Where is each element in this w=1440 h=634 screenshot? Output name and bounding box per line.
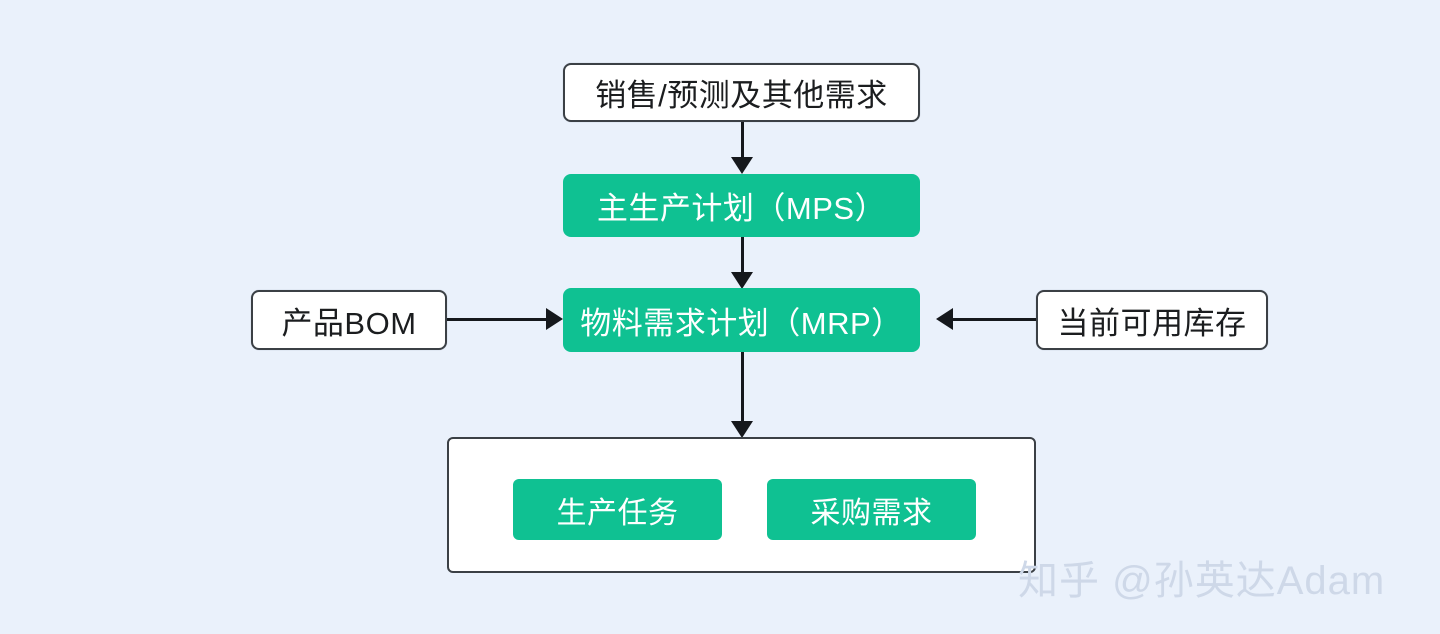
edge-mps-to-mrp-arrowhead (731, 272, 753, 289)
edge-demand-to-mps-line (741, 122, 744, 164)
edge-inventory-to-mrp-arrowhead (936, 308, 953, 330)
edge-demand-to-mps-arrowhead (731, 157, 753, 174)
node-production-task[interactable]: 生产任务 (513, 479, 722, 540)
edge-bom-to-mrp-line (447, 318, 548, 321)
edge-inventory-to-mrp-line (953, 318, 1036, 321)
node-inventory-label: 当前可用库存 (1057, 305, 1247, 341)
node-bom[interactable]: 产品BOM (251, 290, 447, 350)
node-purchase-demand[interactable]: 采购需求 (767, 479, 976, 540)
edge-mps-to-mrp-line (741, 237, 744, 280)
node-mps-label: 主生产计划（MPS） (596, 191, 887, 226)
node-mrp-label: 物料需求计划（MRP） (580, 305, 903, 341)
node-demand[interactable]: 销售/预测及其他需求 (563, 63, 920, 122)
edge-mrp-to-outputs-line (741, 352, 744, 429)
node-mrp[interactable]: 物料需求计划（MRP） (563, 288, 920, 352)
node-purchase-demand-label: 采购需求 (810, 496, 933, 530)
outputs-container: 生产任务 采购需求 (447, 437, 1036, 573)
node-production-task-label: 生产任务 (556, 496, 679, 530)
edge-mrp-to-outputs-arrowhead (731, 421, 753, 438)
watermark: 知乎 @孙英达Adam (1018, 559, 1386, 603)
node-demand-label: 销售/预测及其他需求 (595, 78, 888, 113)
node-bom-label: 产品BOM (281, 305, 417, 341)
node-inventory[interactable]: 当前可用库存 (1036, 290, 1268, 350)
node-mps[interactable]: 主生产计划（MPS） (563, 174, 920, 237)
edge-bom-to-mrp-arrowhead (546, 308, 563, 330)
